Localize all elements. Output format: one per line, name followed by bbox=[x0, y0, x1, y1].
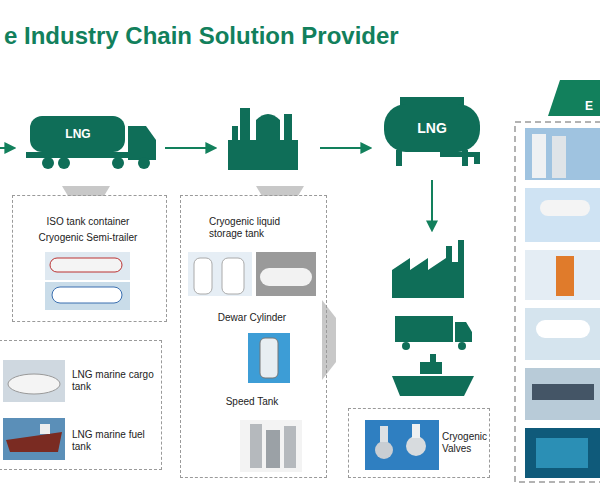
trailer-photos bbox=[45, 252, 130, 310]
storage-photos bbox=[188, 252, 316, 472]
panel-tab-label: E bbox=[585, 99, 593, 113]
product-group-box: ISO tank containerCryogenic Semi-trailer bbox=[12, 195, 167, 322]
product-label: Speed Tank bbox=[181, 396, 323, 408]
marine-photos bbox=[3, 360, 65, 460]
plant-icon bbox=[228, 108, 298, 170]
product-label: Dewar Cylinder bbox=[181, 312, 323, 324]
truck-icon bbox=[26, 116, 156, 169]
valve-photo bbox=[365, 420, 439, 470]
page-title: e Industry Chain Solution Provider bbox=[4, 22, 399, 50]
end-use-icons bbox=[392, 240, 474, 396]
product-group-box: Cryogenic liquid storage tankDewar Cylin… bbox=[180, 195, 327, 478]
chevron bbox=[322, 300, 336, 380]
product-label: Cryogenic Semi-trailer bbox=[13, 232, 163, 244]
product-group-box: Cryogenic Valves bbox=[348, 408, 490, 478]
product-group-box: LNG marine cargo tankLNG marine fuel tan… bbox=[0, 340, 162, 470]
truck-tank-label: LNG bbox=[65, 127, 90, 141]
product-label: Cryogenic liquid storage tank bbox=[209, 216, 307, 240]
product-label: ISO tank container bbox=[13, 216, 163, 228]
lng-tank-icon bbox=[384, 97, 480, 166]
product-label: Cryogenic Valves bbox=[442, 431, 486, 455]
product-label: LNG marine cargo tank bbox=[72, 369, 158, 393]
tank-label: LNG bbox=[417, 120, 447, 136]
product-label: LNG marine fuel tank bbox=[72, 429, 158, 453]
application-panel bbox=[515, 80, 600, 482]
